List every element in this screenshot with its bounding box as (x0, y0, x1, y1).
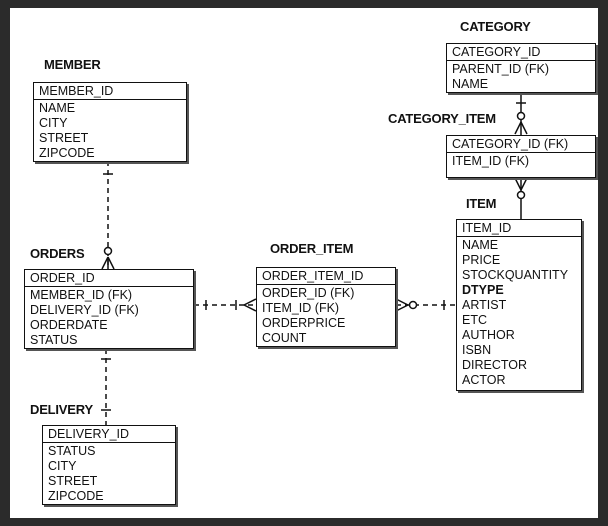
entity-item: ITEM_ID NAME PRICE STOCKQUANTITY DTYPE A… (456, 219, 582, 391)
categoryitem-attr: ITEM_ID (FK) (452, 154, 530, 168)
item-attr: PRICE (462, 253, 501, 267)
category-title: CATEGORY (460, 19, 531, 34)
entity-orders: ORDER_ID MEMBER_ID (FK) DELIVERY_ID (FK)… (24, 269, 194, 349)
entity-category-item: CATEGORY_ID (FK) ITEM_ID (FK) (446, 135, 596, 178)
member-attr: STREET (39, 131, 89, 145)
orders-title: ORDERS (30, 246, 85, 261)
orderitem-attr: ITEM_ID (FK) (262, 301, 340, 315)
orderitem-attr: ORDERPRICE (262, 316, 346, 330)
member-pk: MEMBER_ID (34, 83, 186, 100)
orders-attr: STATUS (30, 333, 78, 347)
delivery-attr: STATUS (48, 444, 96, 458)
orders-attr: MEMBER_ID (FK) (30, 288, 133, 302)
member-title: MEMBER (44, 57, 101, 72)
entity-category: CATEGORY_ID PARENT_ID (FK) NAME (446, 43, 596, 93)
categoryitem-pk: CATEGORY_ID (FK) (447, 136, 595, 153)
item-pk: ITEM_ID (457, 220, 581, 237)
item-attrs: NAME PRICE STOCKQUANTITY DTYPE ARTIST ET… (457, 237, 581, 388)
relationship-lines (101, 91, 528, 425)
categoryitem-attrs: ITEM_ID (FK) (447, 153, 595, 169)
delivery-attr: STREET (48, 474, 98, 488)
entity-delivery: DELIVERY_ID STATUS CITY STREET ZIPCODE (42, 425, 176, 505)
delivery-title: DELIVERY (30, 402, 93, 417)
orderitem-pk: ORDER_ITEM_ID (257, 268, 395, 285)
item-title: ITEM (466, 196, 497, 211)
entity-order-item: ORDER_ITEM_ID ORDER_ID (FK) ITEM_ID (FK)… (256, 267, 396, 347)
erd-canvas: MEMBER MEMBER_ID NAME CITY STREET ZIPCOD… (10, 8, 598, 518)
delivery-pk: DELIVERY_ID (43, 426, 175, 443)
member-attr: ZIPCODE (39, 146, 95, 160)
categoryitem-title: CATEGORY_ITEM (388, 111, 496, 126)
orders-attr: DELIVERY_ID (FK) (30, 303, 139, 317)
category-attrs: PARENT_ID (FK) NAME (447, 61, 595, 92)
item-attr: AUTHOR (462, 328, 515, 342)
delivery-attr: CITY (48, 459, 77, 473)
item-attr: NAME (462, 238, 499, 252)
member-attr: CITY (39, 116, 68, 130)
item-attr: STOCKQUANTITY (462, 268, 569, 282)
item-attr: ISBN (462, 343, 492, 357)
entity-member: MEMBER_ID NAME CITY STREET ZIPCODE (33, 82, 187, 162)
item-attr: DIRECTOR (462, 358, 528, 372)
item-attr: ETC (462, 313, 487, 327)
orderitem-attr: ORDER_ID (FK) (262, 286, 355, 300)
orderitem-attrs: ORDER_ID (FK) ITEM_ID (FK) ORDERPRICE CO… (257, 285, 395, 346)
item-attr: ARTIST (462, 298, 507, 312)
member-attrs: NAME CITY STREET ZIPCODE (34, 100, 186, 161)
orderitem-attr: COUNT (262, 331, 307, 345)
delivery-attr: ZIPCODE (48, 489, 104, 503)
orders-attrs: MEMBER_ID (FK) DELIVERY_ID (FK) ORDERDAT… (25, 287, 193, 348)
category-attr: PARENT_ID (FK) (452, 62, 549, 76)
category-attr: NAME (452, 77, 489, 91)
delivery-attrs: STATUS CITY STREET ZIPCODE (43, 443, 175, 504)
category-pk: CATEGORY_ID (447, 44, 595, 61)
orders-pk: ORDER_ID (25, 270, 193, 287)
orders-attr: ORDERDATE (30, 318, 108, 332)
item-attr: ACTOR (462, 373, 506, 387)
orderitem-title: ORDER_ITEM (270, 241, 354, 256)
member-attr: NAME (39, 101, 76, 115)
item-attr-discriminator: DTYPE (462, 283, 504, 297)
